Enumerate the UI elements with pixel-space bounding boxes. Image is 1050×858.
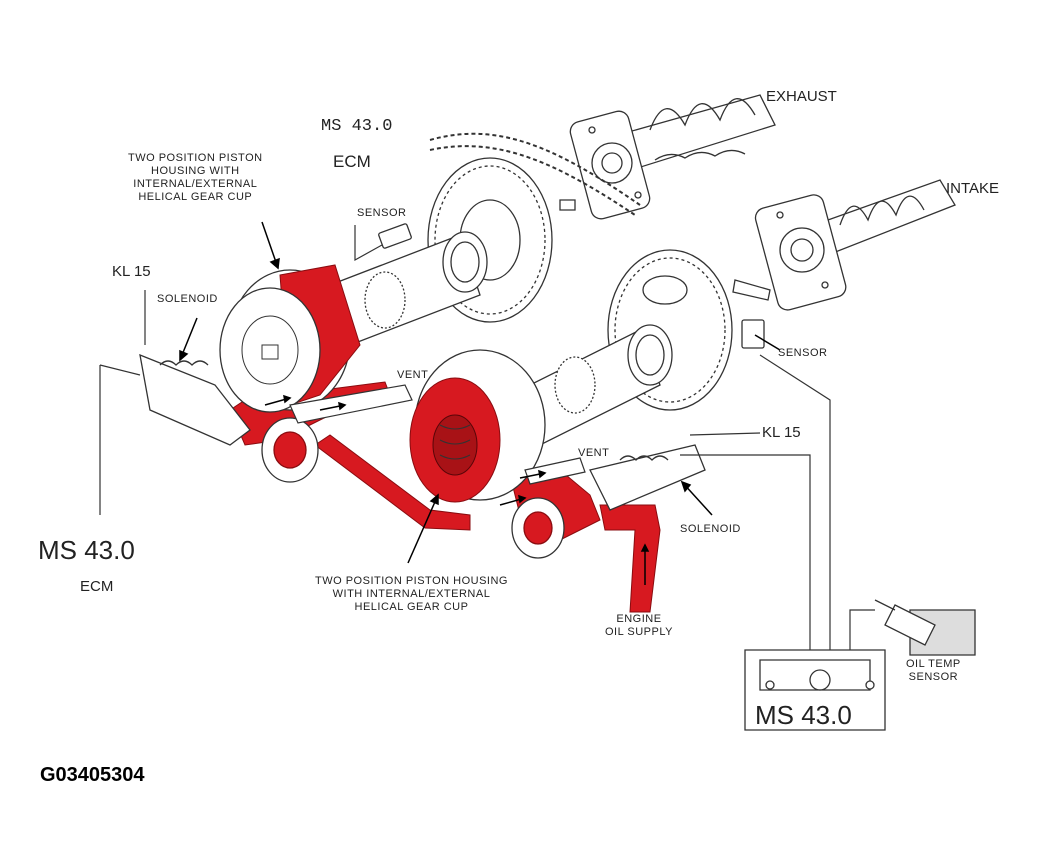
ecm-left-model: MS 43.0 — [38, 535, 135, 565]
solenoid-label-left: SOLENOID — [157, 293, 218, 305]
leader-arrows — [179, 221, 781, 564]
exhaust-piston-housing — [219, 264, 361, 413]
vent-label-right: VENT — [578, 447, 610, 459]
solenoid-left — [99, 353, 319, 483]
kl15-label-right: KL 15 — [762, 424, 801, 441]
solenoid-label-right: SOLENOID — [680, 523, 741, 535]
ecm-left-name: ECM — [80, 578, 114, 595]
exhaust-label: EXHAUST — [766, 88, 837, 105]
ecm-top-model: MS 43.0 — [321, 117, 393, 136]
intake-label: INTAKE — [946, 180, 1000, 197]
intake-spline-shaft — [519, 319, 765, 446]
exhaust-camshaft — [569, 94, 776, 220]
oil-flow-arrows — [264, 394, 650, 585]
oil-temp-sensor-label: OIL TEMP SENSOR — [906, 658, 961, 683]
figure-id: G03405304 — [40, 764, 145, 786]
vent-pipe-left — [289, 384, 413, 424]
timing-chain — [429, 132, 641, 216]
housing-top-label: TWO POSITION PISTON HOUSING WITH INTERNA… — [128, 152, 263, 203]
ecm-top-name: ECM — [333, 152, 371, 171]
oil-temp-sensor-graphic — [874, 599, 976, 656]
exhaust-spline-shaft — [329, 223, 488, 346]
sensor-label-left: SENSOR — [357, 207, 407, 219]
housing-bottom-label: TWO POSITION PISTON HOUSING WITH INTERNA… — [315, 575, 508, 613]
wiring — [99, 225, 875, 650]
intake-piston-housing — [409, 349, 546, 503]
solenoid-right — [511, 444, 706, 559]
intake-camshaft — [732, 179, 956, 311]
ecm-bottom-model: MS 43.0 — [755, 700, 852, 730]
ecm-module — [744, 649, 886, 731]
sensor-label-right: SENSOR — [778, 347, 828, 359]
vent-label-left: VENT — [397, 369, 429, 381]
kl15-label-left: KL 15 — [112, 263, 151, 280]
oil-supply-label: ENGINE OIL SUPPLY — [605, 613, 673, 638]
